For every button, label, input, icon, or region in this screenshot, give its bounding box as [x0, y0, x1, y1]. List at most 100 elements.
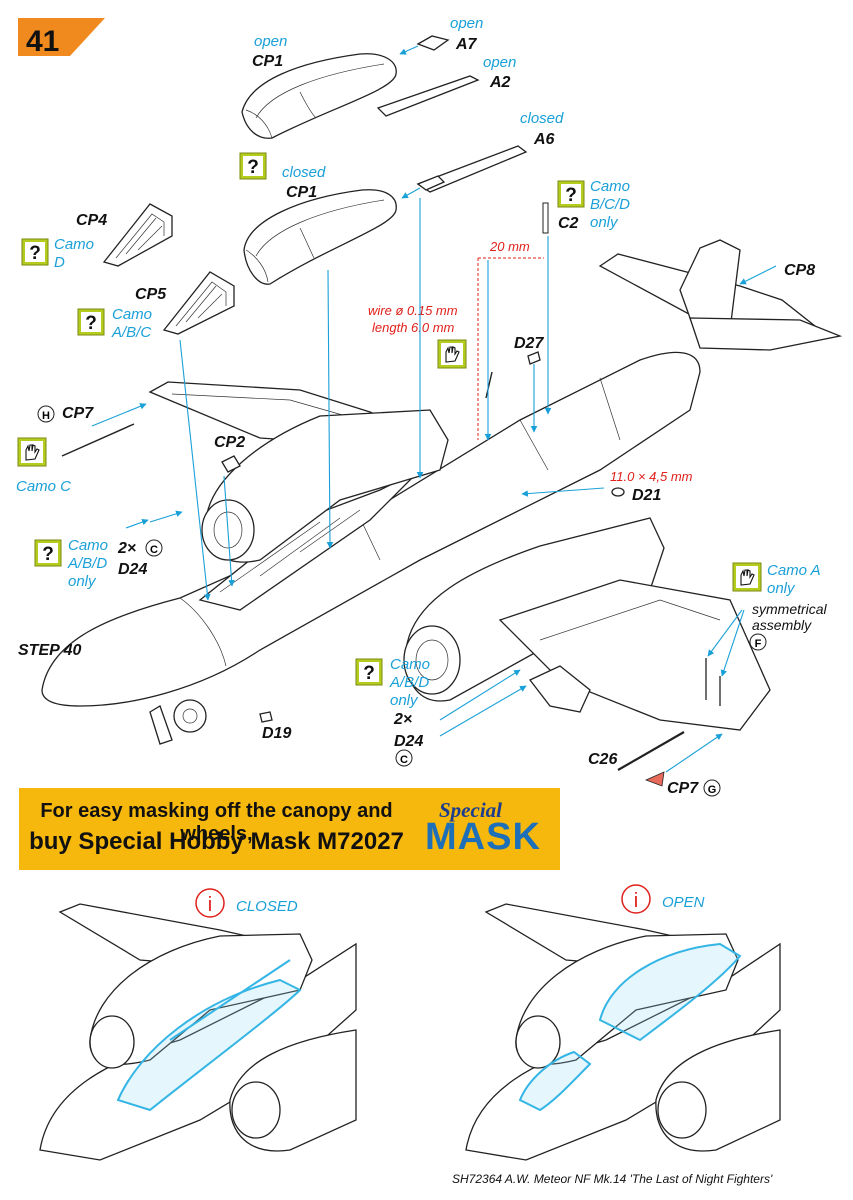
wire-spec-2: length 6.0 mm — [372, 320, 455, 335]
canopy-cp1-open — [241, 53, 397, 139]
d24-right-code: D24 — [394, 733, 423, 750]
badge-f-letter: F — [755, 638, 762, 650]
aircraft-main — [41, 239, 843, 745]
cp1-open-state: open — [254, 33, 287, 50]
a6-state: closed — [520, 110, 564, 127]
part-cp5 — [162, 271, 235, 335]
d24-right-note-2: A/B/D — [389, 674, 429, 691]
badge-g — [703, 779, 721, 797]
cp4-code: CP4 — [76, 212, 107, 229]
hand-icon — [732, 562, 762, 592]
d24-left-note-2: A/B/D — [67, 555, 107, 572]
symmetric-note-2: only — [767, 580, 796, 597]
question-icon — [77, 308, 105, 336]
hand-icon — [17, 437, 47, 467]
badge-c — [395, 749, 413, 767]
cp1-closed-code: CP1 — [286, 184, 317, 201]
info-icon-glyph: i — [208, 894, 212, 916]
cp8-code: CP8 — [784, 262, 815, 279]
special-mask-logo: Special MASK — [419, 796, 554, 862]
closed-label: CLOSED — [236, 898, 298, 915]
closed-view-diagram — [39, 903, 357, 1161]
part-d19 — [259, 711, 273, 723]
page-number-tab: 41 — [18, 18, 105, 58]
part-cp4 — [102, 203, 173, 267]
footer-caption: SH72364 A.W. Meteor NF Mk.14 'The Last o… — [452, 1172, 773, 1186]
cp7-bottom-code: CP7 — [667, 780, 699, 797]
symmetric-assembly-2: assembly — [752, 617, 812, 633]
part-c2 — [542, 202, 549, 234]
dim-20mm: 20 mm — [489, 239, 530, 254]
part-a2 — [376, 75, 480, 117]
page-number: 41 — [26, 25, 59, 58]
part-cp2 — [221, 455, 241, 473]
badge-c — [145, 539, 163, 557]
promo-banner: For easy masking off the canopy and whee… — [19, 788, 560, 870]
open-label: OPEN — [662, 894, 705, 911]
promo-line-1: For easy masking off the canopy and whee… — [40, 800, 393, 845]
logo-mask: MASK — [425, 816, 541, 858]
badge-c-letter: C — [400, 754, 408, 766]
step-label: STEP 40 — [18, 642, 82, 659]
canopy-cp1-closed — [243, 189, 397, 285]
cp7-top-note: Camo C — [16, 478, 71, 495]
c2-note-1: Camo — [590, 178, 630, 195]
cp4-note-2: D — [54, 254, 65, 271]
part-d21 — [611, 487, 625, 497]
promo-line-2: buy Special Hobby Mask M72027 — [29, 828, 404, 855]
d24-left-code: D24 — [118, 561, 147, 578]
info-icon-glyph: i — [634, 890, 638, 912]
d24-right-qty: 2× — [393, 711, 412, 728]
d27-code: D27 — [514, 335, 544, 352]
question-icon — [34, 539, 62, 567]
a7-state: open — [450, 15, 483, 32]
badge-h — [37, 405, 55, 423]
c26-code: C26 — [588, 751, 617, 768]
a2-state: open — [483, 54, 516, 71]
a6-code: A6 — [533, 131, 555, 148]
c2-code: C2 — [558, 215, 579, 232]
info-icon — [195, 888, 225, 918]
c2-note-2: B/C/D — [590, 196, 630, 213]
badge-f — [749, 633, 767, 651]
cp5-note-2: A/B/C — [111, 324, 151, 341]
d19-code: D19 — [262, 725, 291, 742]
badge-c-letter: C — [150, 544, 158, 556]
logo-special: Special — [439, 798, 502, 822]
symmetric-note-1: Camo A — [767, 562, 821, 579]
question-icon — [21, 238, 49, 266]
a7-code: A7 — [455, 36, 478, 53]
d24-left-qty: 2× — [117, 540, 136, 557]
open-view-diagram — [465, 903, 781, 1161]
cp7-top-code: CP7 — [62, 405, 94, 422]
part-cp7-bottom — [644, 771, 665, 787]
part-c26 — [617, 731, 685, 771]
d21-size: 11.0 × 4,5 mm — [610, 469, 693, 484]
cp4-note-1: Camo — [54, 236, 94, 253]
d24-right-note-3: only — [390, 692, 419, 709]
cp5-code: CP5 — [135, 286, 167, 303]
d24-right-note-1: Camo — [390, 656, 430, 673]
question-icon — [557, 180, 585, 208]
d21-code: D21 — [632, 487, 661, 504]
d24-left-note-3: only — [68, 573, 97, 590]
wire-spec-1: wire ø 0.15 mm — [368, 303, 458, 318]
question-icon — [239, 152, 267, 180]
info-icon — [621, 884, 651, 914]
part-a7 — [399, 35, 450, 55]
a2-code: A2 — [489, 74, 511, 91]
cp2-code: CP2 — [214, 434, 245, 451]
part-a6 — [401, 145, 528, 199]
hand-icon — [437, 339, 467, 369]
wire-part — [485, 371, 493, 399]
badge-g-letter: G — [708, 784, 717, 796]
badge-h-letter: H — [42, 410, 50, 422]
d24-left-note-1: Camo — [68, 537, 108, 554]
symmetric-assembly-1: symmetrical — [752, 601, 828, 617]
c2-note-3: only — [590, 214, 619, 231]
part-cp7-rod — [61, 423, 135, 457]
question-icon — [355, 658, 383, 686]
part-d27 — [527, 351, 541, 365]
cp1-open-code: CP1 — [252, 53, 283, 70]
